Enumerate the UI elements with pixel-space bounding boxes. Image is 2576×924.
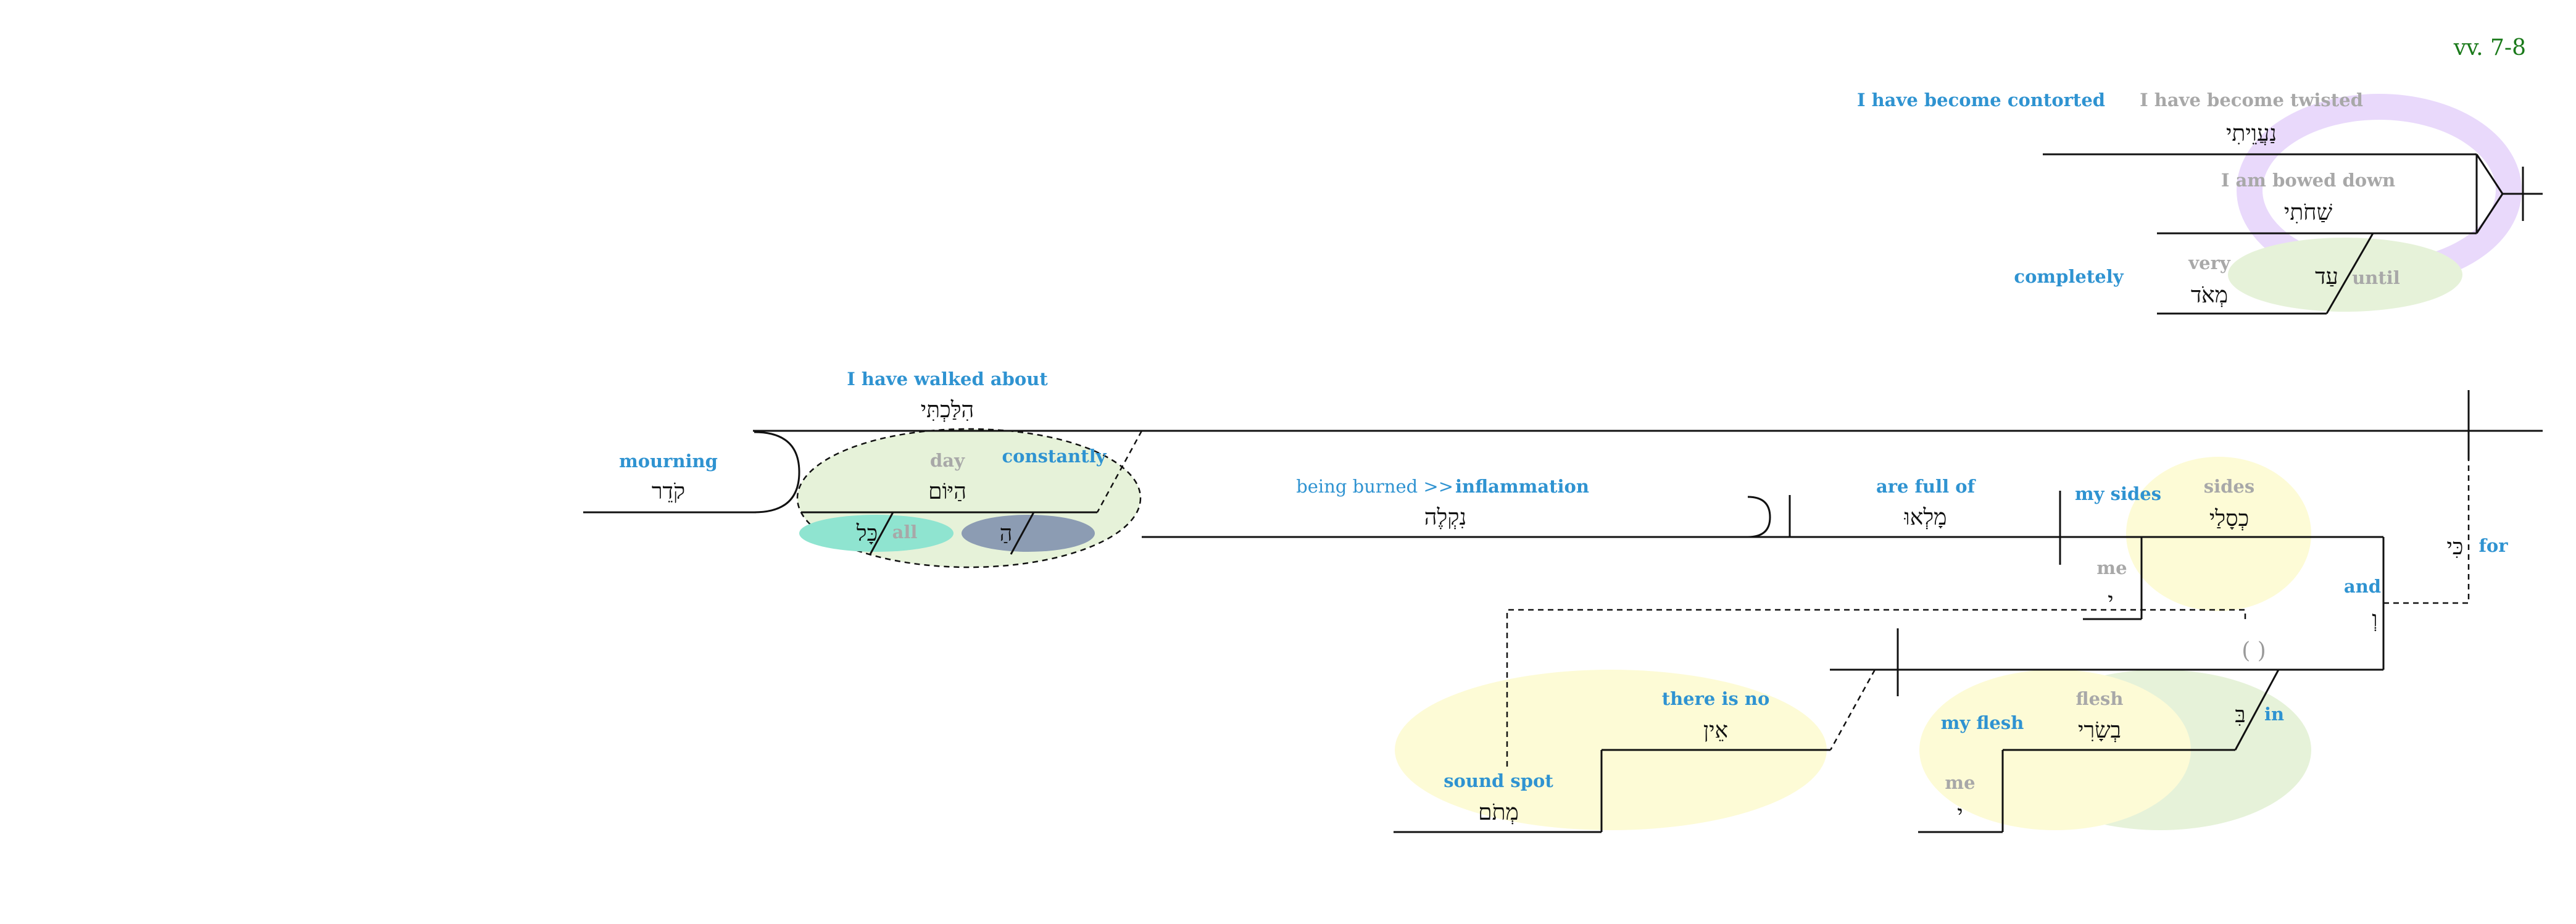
gloss-alt-day: day: [930, 450, 965, 471]
verse-reference: vv. 7-8: [2453, 35, 2526, 60]
gloss-alt-me-flesh: me: [1945, 772, 1975, 793]
gloss-there-is-no: there is no: [1662, 688, 1770, 709]
slant-article: [1010, 512, 1035, 555]
hebrew-until: עַד: [2315, 264, 2338, 289]
gloss-mourning: mourning: [619, 451, 718, 472]
object-bracket-inflammation: [1747, 496, 1771, 538]
hebrew-all: כָּל: [856, 521, 878, 546]
gloss-completely: completely: [2014, 266, 2124, 287]
hebrew-very: מְאֹד: [2191, 283, 2228, 308]
hebrew-walked-about: הִלַּכְתִּי: [921, 397, 974, 423]
hebrew-contorted: נַעֲוֵיתִי: [2226, 121, 2277, 146]
highlight-article-slate: [962, 515, 1095, 552]
slant-all: [869, 512, 894, 555]
hebrew-me-sides: י: [2108, 588, 2113, 614]
gloss-are-full-of: are full of: [1876, 476, 1977, 497]
gloss-alt-sides: sides: [2204, 476, 2254, 497]
gloss-in: in: [2264, 704, 2284, 725]
gloss-my-sides: my sides: [2075, 483, 2161, 504]
gloss-alt-twisted: I have become twisted: [2140, 89, 2363, 110]
hebrew-are-full-of: מָלְאוּ: [1904, 505, 1947, 530]
hebrew-article: הַ: [1000, 521, 1013, 546]
gloss-contorted: I have become contorted: [1857, 89, 2105, 110]
gloss-and: and: [2344, 576, 2381, 597]
gloss-walked-about: I have walked about: [847, 368, 1048, 389]
highlight-all-teal: [799, 515, 954, 552]
hebrew-sound-spot: מְתֹם: [1478, 800, 1519, 825]
gloss-alt-until: until: [2352, 267, 2400, 288]
highlight-sides-yellow: [2126, 457, 2311, 611]
hebrew-inflammation: נִקְלֶה: [1424, 505, 1467, 530]
slant-in: [2234, 669, 2280, 751]
connector-for: [2383, 431, 2470, 604]
gloss-alt-flesh: flesh: [2076, 688, 2124, 709]
hebrew-me-flesh: י: [1957, 801, 1963, 826]
gloss-for: for: [2478, 535, 2508, 556]
gloss-alt-very: very: [2188, 252, 2231, 273]
hebrew-for: כִּי: [2446, 535, 2463, 560]
gloss-being-burned-prefix: being burned >>: [1296, 476, 1453, 497]
hebrew-day: הַיּוֹם: [928, 479, 966, 504]
gloss-sound-spot: sound spot: [1444, 770, 1553, 791]
gloss-alt-all: all: [892, 522, 918, 543]
hebrew-mourning: קֹדֵר: [652, 479, 685, 504]
gloss-inflammation: inflammation: [1455, 476, 1589, 497]
modifier-slant-very: [2325, 233, 2374, 314]
gloss-constantly: constantly: [1002, 446, 1107, 467]
compound-join-lower: [2475, 193, 2504, 234]
gloss-my-flesh: my flesh: [1941, 712, 2024, 733]
hebrew-in: בִּ: [2235, 702, 2245, 728]
highlight-very-green: [2228, 238, 2462, 312]
hebrew-and: וְ: [2372, 607, 2377, 632]
predicate-bracket-mourning: [754, 431, 800, 514]
connector-there-is-no: [1829, 669, 1876, 751]
compound-join-upper: [2475, 154, 2504, 194]
gloss-alt-bowed: I am bowed down: [2221, 170, 2395, 191]
connector-me-sound-spot: [1506, 609, 2246, 768]
gloss-alt-me-sides: me: [2096, 557, 2127, 578]
hebrew-sides: כְסָלַי: [2209, 506, 2249, 531]
hebrew-there-is-no: אֵין: [1703, 718, 1728, 743]
placeholder-empty-subject: ( ): [2242, 638, 2266, 664]
hebrew-bowed: שַׁחֹתִי: [2284, 200, 2333, 225]
hebrew-flesh: בְשָׂרִי: [2078, 718, 2121, 743]
